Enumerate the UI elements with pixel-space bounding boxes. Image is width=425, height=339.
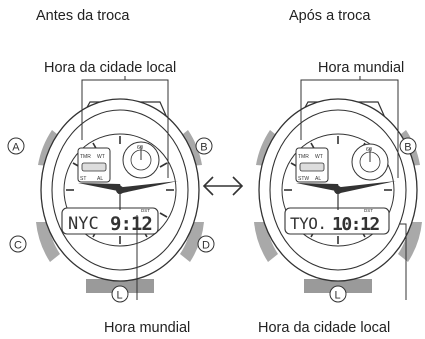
mode-label-wt: WT	[315, 154, 323, 160]
hour-hand	[78, 183, 123, 192]
button-a: A	[7, 137, 25, 155]
lcd-display	[61, 207, 159, 235]
mode-label-tmr: TMR	[298, 154, 309, 160]
after-bottom-label: Hora da cidade local	[258, 320, 391, 336]
mode-slider	[81, 162, 107, 172]
lcd-display	[284, 207, 390, 235]
button-b: B	[399, 137, 417, 155]
sub-dial-60: 60	[366, 147, 372, 153]
callout-lines-before	[81, 76, 169, 300]
mode-label-al: AL	[97, 176, 103, 182]
button-c-shape[interactable]	[36, 222, 60, 262]
callout-lines-after	[300, 76, 407, 300]
button-l: L	[111, 285, 129, 303]
hour-hand	[296, 183, 341, 192]
svg-text:L: L	[335, 290, 341, 302]
after-top-label: Hora mundial	[318, 60, 405, 76]
minute-hand	[336, 181, 396, 194]
mode-label-al: AL	[315, 176, 321, 182]
mode-slider	[299, 162, 325, 172]
mode-label-st: ST	[80, 176, 86, 182]
lcd-dst: DST	[364, 208, 373, 213]
before-heading: Antes da troca	[36, 8, 130, 24]
button-c-shape[interactable]	[254, 222, 278, 262]
mode-label-wt: WT	[97, 154, 105, 160]
lcd-time: 9:12	[110, 213, 152, 235]
watch-before: TMR WT ST AL 60 NYC 9:12 DST A	[7, 76, 213, 303]
swap-arrow-icon	[202, 176, 244, 196]
after-heading: Após a troca	[289, 8, 371, 24]
button-l: L	[329, 285, 347, 303]
button-d-shape[interactable]	[180, 222, 204, 262]
button-c: C	[9, 235, 27, 253]
before-top-label: Hora da cidade local	[44, 60, 177, 76]
button-b: B	[195, 137, 213, 155]
svg-text:A: A	[12, 142, 20, 154]
button-d: D	[197, 235, 215, 253]
lcd-dst: DST	[141, 208, 150, 213]
svg-text:D: D	[202, 240, 210, 252]
button-d-shape[interactable]	[398, 222, 422, 262]
mode-label-tmr: TMR	[80, 154, 91, 160]
lcd-city: TYO.	[290, 214, 327, 233]
watch-after: TMR WT STW AL 60 TYO. 10:12 DST B D	[197, 76, 422, 303]
svg-text:B: B	[200, 142, 207, 154]
svg-text:C: C	[14, 240, 22, 252]
mode-label-stw: STW	[298, 176, 309, 182]
svg-text:B: B	[404, 142, 411, 154]
svg-text:L: L	[117, 290, 123, 302]
before-bottom-label: Hora mundial	[104, 320, 191, 336]
lcd-time: 10:12	[332, 214, 379, 235]
lcd-city: NYC	[68, 214, 99, 234]
minute-hand	[118, 181, 178, 194]
sub-dial-60: 60	[137, 145, 143, 151]
